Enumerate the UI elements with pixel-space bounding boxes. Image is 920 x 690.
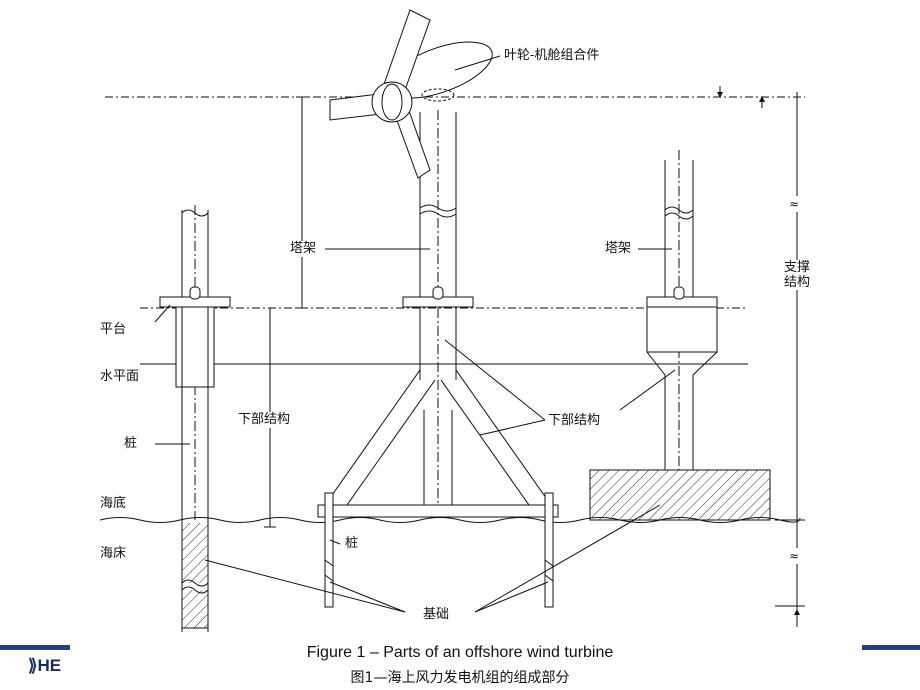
foundation-label: 基础 (423, 607, 450, 623)
sea-floor-label: 海床 (100, 546, 127, 562)
company-logo: ⟫HE (28, 656, 61, 676)
caption-chinese: 图1—海上风力发电机组的组成部分 (350, 670, 570, 686)
support-structure-label: 支撑 结构 (782, 260, 812, 290)
tower-center-label: 塔架 (290, 241, 317, 257)
water-level-label: 水平面 (100, 369, 140, 385)
leader-lines (154, 55, 676, 613)
monopile-structure (159, 205, 231, 632)
substructure-left-label: 下部结构 (238, 412, 291, 428)
seabed-label: 海底 (100, 496, 127, 512)
gravity-base-structure (589, 150, 771, 521)
footer-bar-left (0, 645, 70, 650)
caption-english: Figure 1 – Parts of an offshore wind tur… (306, 644, 614, 661)
tilde-upper-mark: ≈ (789, 196, 800, 212)
tower-right-label: 塔架 (605, 241, 632, 257)
rotor-nacelle-label: 叶轮-机舱组合件 (504, 48, 600, 64)
logo-arrow-icon: ⟫ (28, 656, 38, 675)
substructure-right-label: 下部结构 (548, 413, 601, 429)
rotor-nacelle-assembly (329, 9, 493, 179)
logo-text: HE (37, 656, 62, 675)
platform-label: 平台 (100, 322, 127, 338)
pile-left-label: 桩 (124, 436, 138, 452)
tripod-structure (317, 110, 559, 608)
pile-center-label: 桩 (345, 536, 359, 552)
footer-bar-right (862, 645, 920, 650)
tilde-lower-mark: ≈ (789, 548, 800, 564)
